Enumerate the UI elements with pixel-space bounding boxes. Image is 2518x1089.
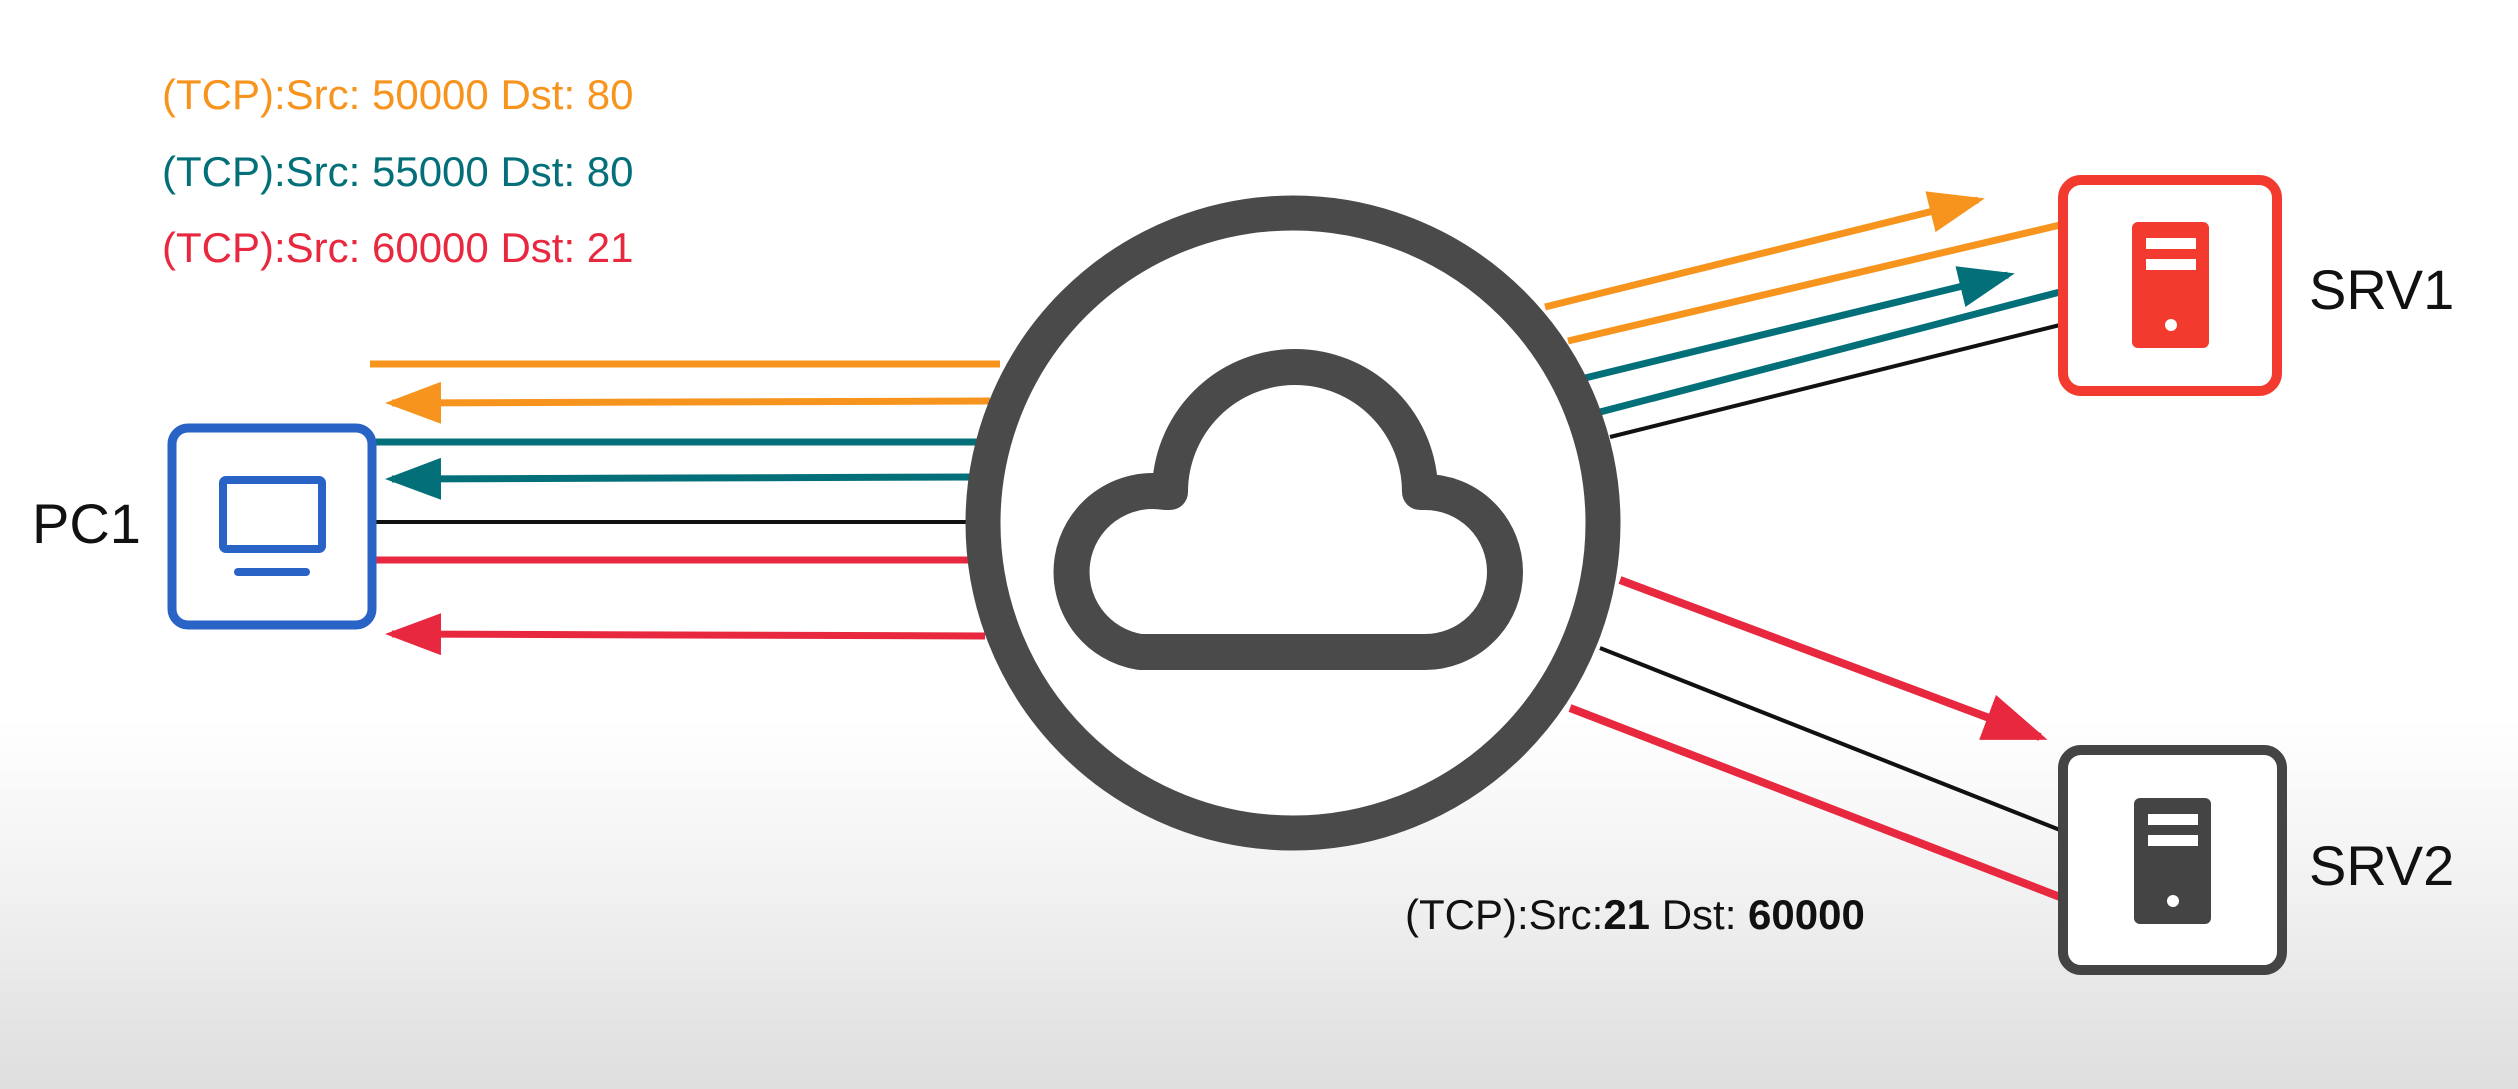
orange-line-srv1	[1567, 221, 2061, 345]
srv2-links	[1568, 576, 2062, 901]
black-link-srv1	[1609, 323, 2061, 439]
orange-arrow-to-pc1	[385, 381, 991, 424]
srv1-label: SRV1	[2309, 258, 2454, 321]
red-arrow-to-pc1	[385, 613, 986, 656]
black-link-srv2	[1599, 646, 2061, 832]
pc1-label: PC1	[32, 492, 141, 555]
server-slot-2	[2148, 835, 2198, 846]
legend-red-flow: (TCP):Src: 60000 Dst: 21	[162, 224, 634, 271]
srv2-node: SRV2	[2058, 745, 2454, 975]
server-slot-2	[2146, 259, 2196, 270]
pc1-links	[370, 360, 1000, 656]
pc1-box	[167, 423, 377, 630]
server-slot-1	[2148, 814, 2198, 825]
reply-src-port: 21	[1603, 891, 1650, 938]
internet-cloud	[965, 195, 1621, 851]
server-icon	[2132, 222, 2209, 348]
reply-dst-port: 60000	[1748, 891, 1865, 938]
reply-dst-prefix: Dst:	[1650, 891, 1748, 938]
legend-teal-flow: (TCP):Src: 55000 Dst: 80	[162, 148, 634, 195]
server-led	[2167, 895, 2179, 907]
teal-arrow-to-pc1	[385, 457, 976, 500]
srv2-label: SRV2	[2309, 834, 2454, 897]
server-icon	[2134, 798, 2211, 924]
legend-orange-flow: (TCP):Src: 50000 Dst: 80	[162, 71, 634, 118]
teal-line-srv1	[1599, 288, 2061, 416]
pc1-node: PC1	[32, 423, 377, 630]
srv1-node: SRV1	[2058, 175, 2454, 396]
server-led	[2165, 319, 2177, 331]
teal-arrow-to-srv1	[1584, 266, 2015, 382]
server-slot-1	[2146, 238, 2196, 249]
reply-flow-label: (TCP):Src:21 Dst: 60000	[1405, 891, 1865, 938]
cloud-icon	[1053, 349, 1523, 670]
srv1-links	[1544, 191, 2061, 439]
orange-arrow-to-srv1	[1544, 191, 1985, 311]
reply-prefix: (TCP):Src:	[1405, 891, 1603, 938]
red-line-srv2	[1568, 704, 2062, 901]
red-arrow-to-srv2	[1618, 576, 2048, 741]
monitor-icon	[219, 476, 326, 553]
